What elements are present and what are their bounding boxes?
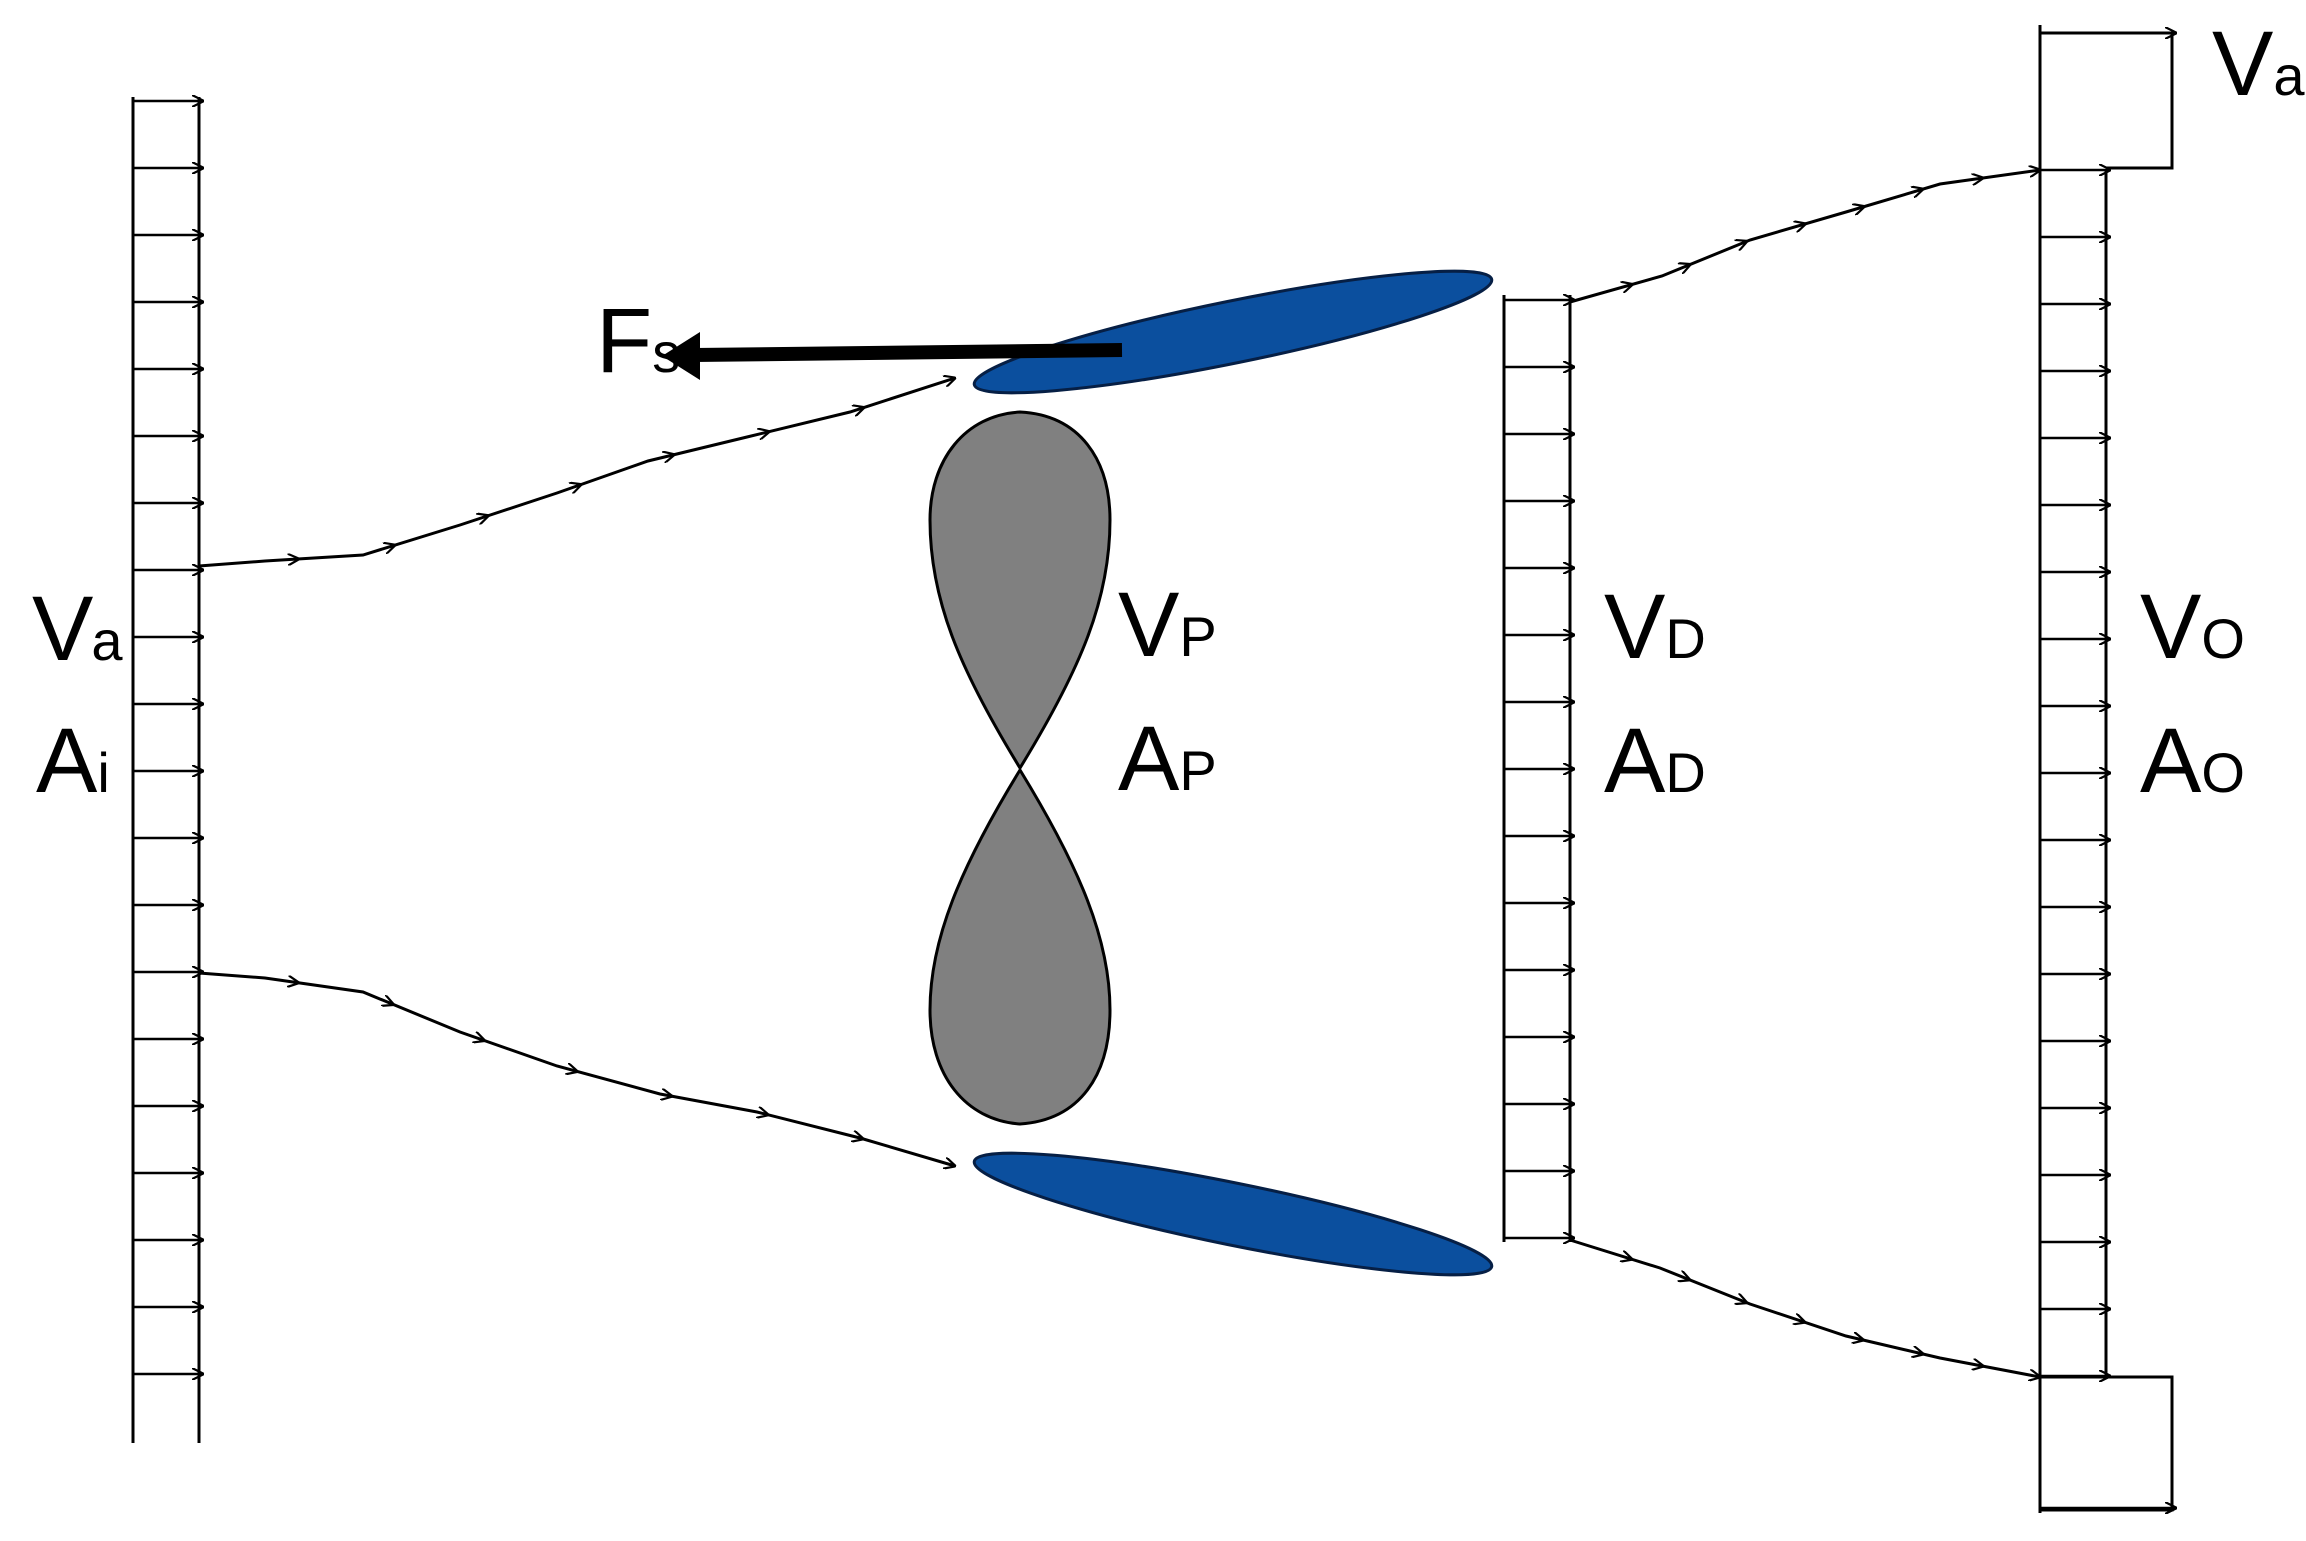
streamline-flow-arrow <box>666 1095 672 1096</box>
force-arrow-shaft <box>693 343 1123 362</box>
streamline-flow-arrow <box>951 1165 955 1166</box>
streamline-flow-arrow <box>389 545 395 547</box>
streamline-flow-arrow <box>1977 1365 1983 1366</box>
inlet-velocity-label: Va <box>32 578 123 680</box>
streamline-flow-arrow <box>483 516 489 518</box>
streamline-flow-arrow <box>1741 241 1747 243</box>
streamline-flow-arrow <box>858 407 864 409</box>
lower-inlet-streamline <box>198 971 956 1168</box>
streamline-flow-arrow <box>388 1002 394 1004</box>
outlet-velocity-profile <box>2038 25 2176 1513</box>
streamline-flow-arrow <box>293 982 299 983</box>
upper-outlet-streamline <box>1569 168 2041 304</box>
streamline-flow-arrow <box>762 1113 768 1114</box>
streamline-flow-arrow <box>1917 1353 1923 1354</box>
streamline-flow-arrow <box>1800 224 1806 226</box>
streamline-flow-arrow <box>575 485 581 487</box>
streamline-flow-arrow <box>763 432 769 433</box>
outlet-velocity-label: VO <box>2140 576 2245 678</box>
force-arrow-head <box>662 332 700 380</box>
streamline-flow-arrow <box>1917 189 1923 191</box>
lower-outlet-streamline <box>1569 1238 2041 1379</box>
force-arrow-icon <box>662 332 1123 380</box>
inlet-velocity-profile <box>131 97 203 1443</box>
streamline-flow-arrow <box>1799 1320 1805 1322</box>
streamline-flow-arrow <box>1977 178 1983 179</box>
streamline-flow-arrow <box>668 455 674 456</box>
upper-duct-section <box>972 269 1494 395</box>
force-label: Fs <box>596 290 680 392</box>
streamline-flow-arrow <box>571 1070 577 1072</box>
propeller-lower-blade <box>928 767 1112 1126</box>
streamline-flow-arrow <box>1741 1300 1747 1302</box>
streamline-flow-arrow <box>479 1039 485 1041</box>
lower-duct-section <box>972 1151 1494 1277</box>
outlet-area-label: AO <box>2140 710 2245 812</box>
streamline-flow-arrow <box>1858 207 1864 209</box>
upper-inlet-streamline <box>198 376 956 568</box>
streamtube-boundaries <box>198 168 2041 1379</box>
outer-velocity-label: Va <box>2212 13 2305 115</box>
streamline-flow-arrow <box>1684 1278 1690 1280</box>
inlet-area-label: Ai <box>36 710 110 812</box>
duct-exit-velocity-label: VD <box>1604 576 1706 678</box>
streamline-flow-arrow <box>951 378 955 379</box>
streamline-flow-arrow <box>857 1137 863 1139</box>
duct-exit-velocity-profile <box>1502 295 1574 1242</box>
streamline-flow-arrow <box>1627 284 1633 286</box>
streamline-flow-arrow <box>1685 264 1691 266</box>
duct-exit-area-label: AD <box>1604 710 1706 812</box>
propeller-velocity-label: VP <box>1118 574 1217 676</box>
outer-velocity-box-top <box>2040 31 2174 170</box>
propeller-blade-icon <box>928 410 1112 1126</box>
propeller-area-label: AP <box>1118 708 1217 810</box>
propeller-upper-blade <box>928 410 1112 771</box>
outer-velocity-box-bottom <box>2040 1375 2174 1512</box>
streamline-flow-arrow <box>1858 1339 1864 1340</box>
streamline-flow-arrow <box>1626 1257 1632 1259</box>
